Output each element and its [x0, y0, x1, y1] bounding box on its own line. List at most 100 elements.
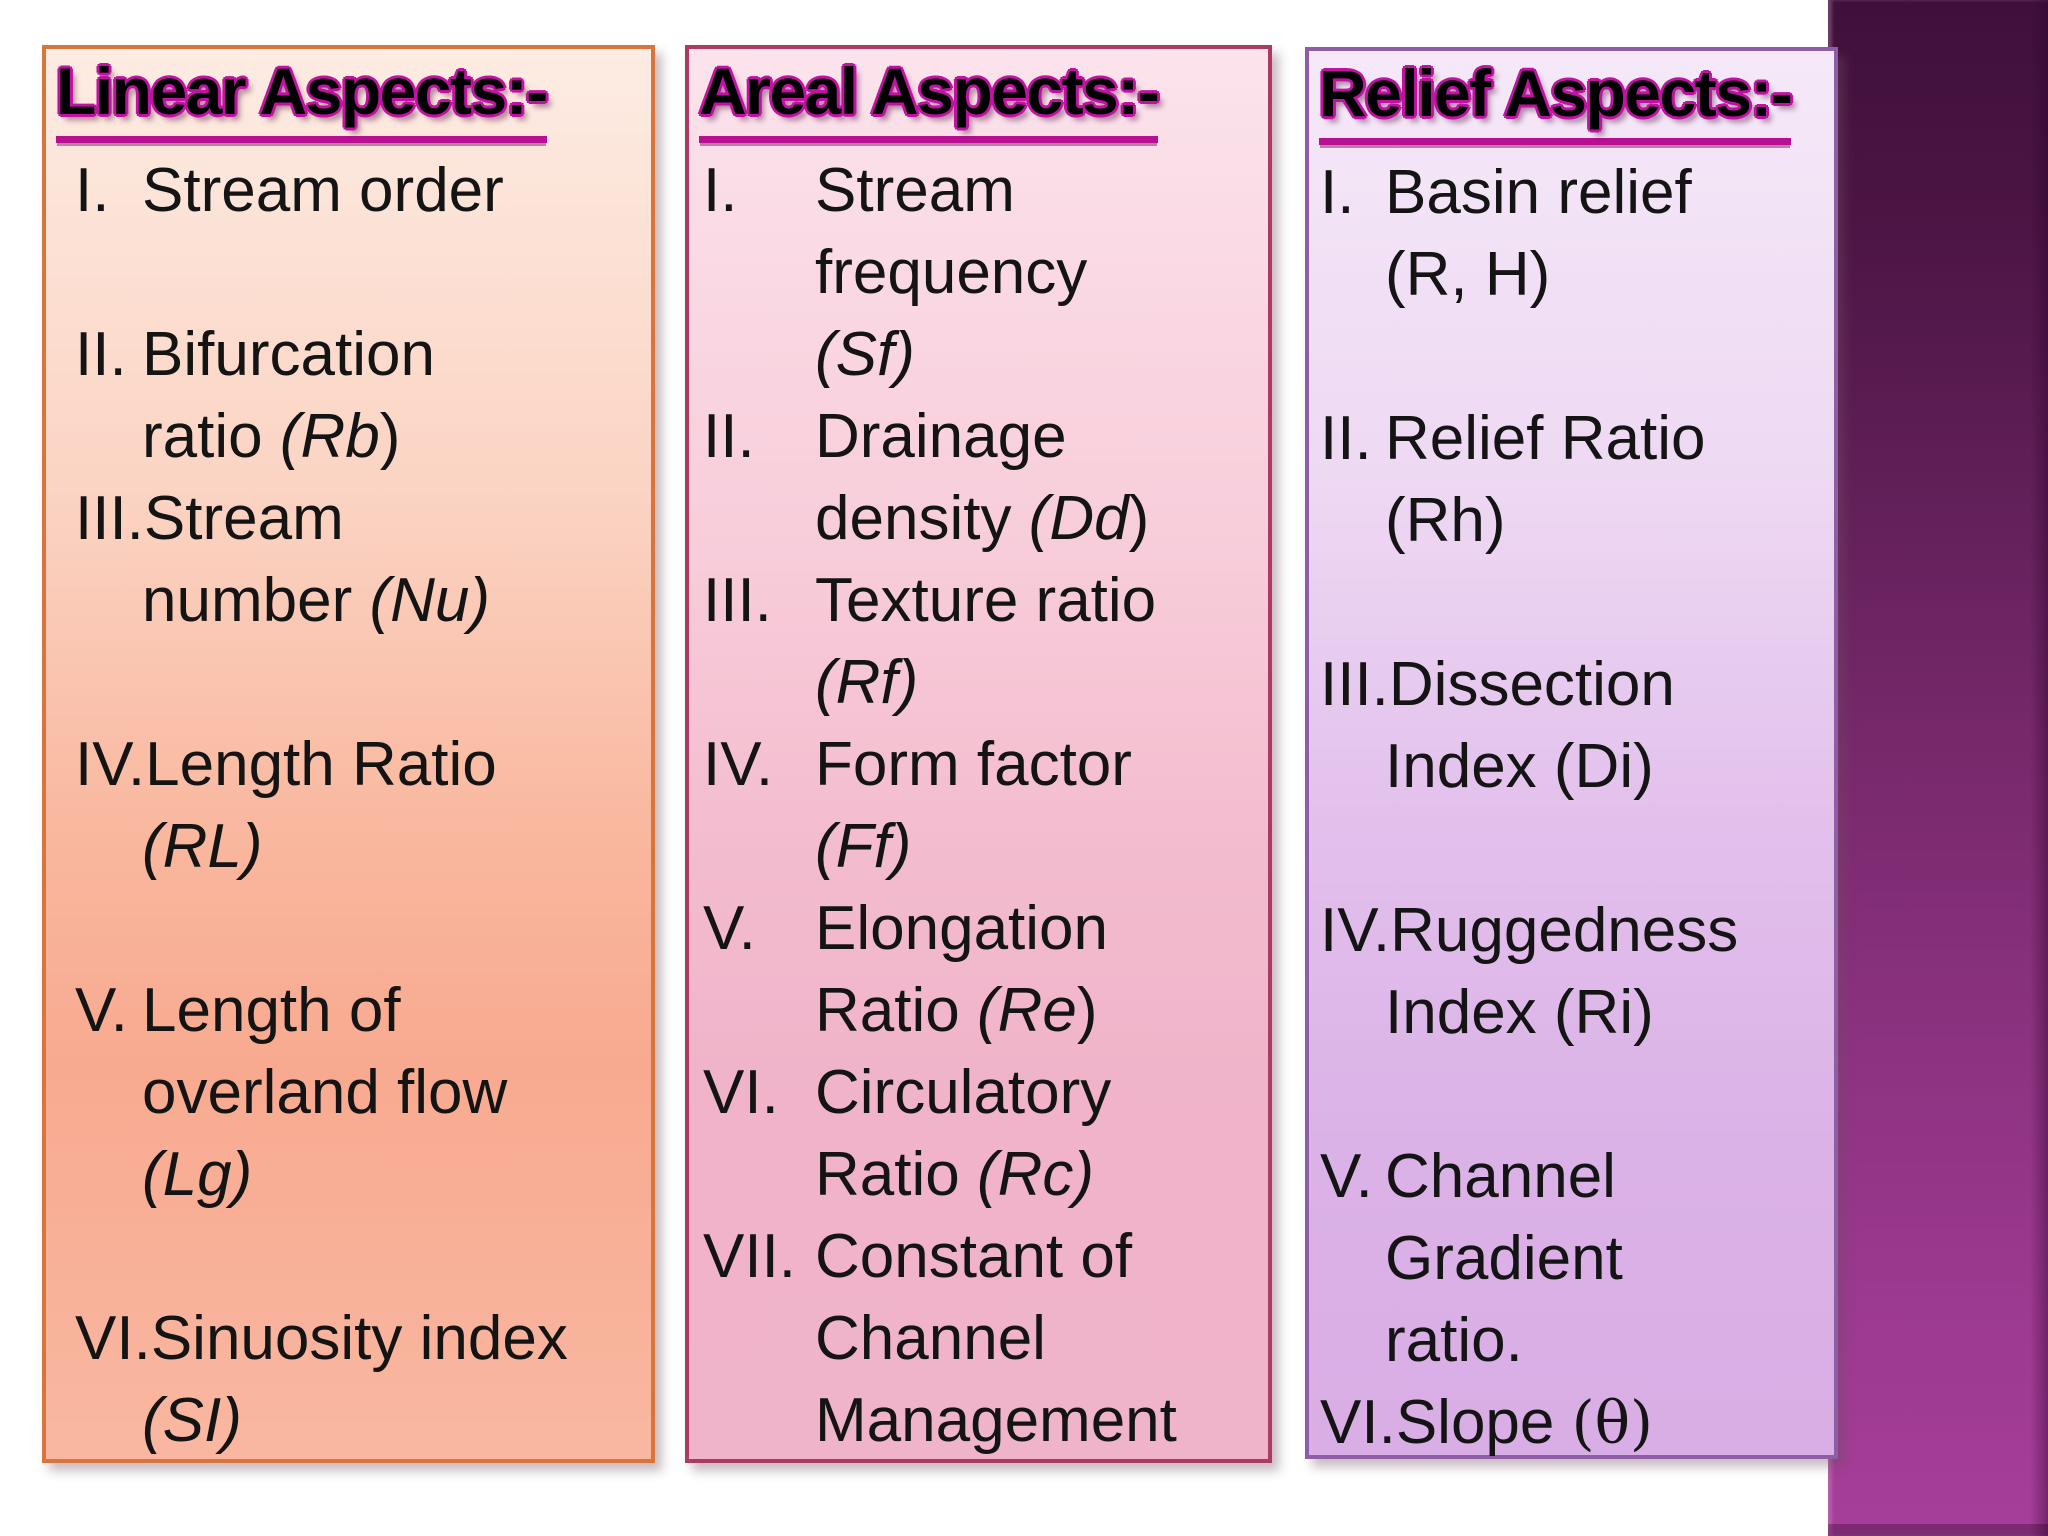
text-run: Index (Ri) — [1385, 978, 1654, 1047]
list-line: V.Length of — [46, 970, 651, 1052]
text-run: (Rh) — [1385, 486, 1506, 555]
text-run: (Re — [976, 976, 1077, 1045]
text-run: Gradient — [1385, 1224, 1623, 1293]
item-text: (Ff) — [815, 812, 911, 881]
item-text: Ruggedness — [1390, 896, 1738, 965]
text-run: Elongation — [815, 894, 1109, 963]
item-text: Gradient — [1385, 1224, 1623, 1293]
text-run: Relief Ratio — [1385, 404, 1706, 473]
list-line: VI.Sinuosity index — [46, 1298, 651, 1380]
list-line — [1309, 808, 1834, 890]
text-run: Constant of — [815, 1222, 1133, 1291]
list-line: Channel — [689, 1298, 1268, 1380]
text-run: (Ff) — [815, 812, 912, 881]
text-run: (Sf) — [815, 320, 915, 389]
list-line: (Lg) — [46, 1134, 651, 1216]
text-run: frequency — [815, 238, 1088, 307]
list-line: (RL) — [46, 806, 651, 888]
text-run: (Nu) — [369, 566, 491, 635]
list-line: (Ff) — [689, 806, 1268, 888]
text-run: Stream order — [142, 156, 504, 225]
list-line: II. Drainage — [689, 396, 1268, 478]
areal-aspects-title: Areal Aspects:- — [699, 51, 1160, 143]
item-numeral: I. — [75, 156, 110, 225]
item-text: Basin relief — [1385, 158, 1692, 227]
text-run: ratio. — [1385, 1306, 1523, 1375]
list-line: IV.Length Ratio — [46, 724, 651, 806]
item-numeral: II. — [75, 320, 127, 389]
list-line: I.Stream — [689, 150, 1268, 232]
list-line: I. Stream order — [46, 150, 651, 232]
list-line: Management — [689, 1380, 1268, 1462]
text-run: ) — [1128, 484, 1150, 553]
item-numeral: I. — [703, 156, 738, 225]
list-line: III.Stream — [46, 478, 651, 560]
list-line: III.Texture ratio — [689, 560, 1268, 642]
item-text: Ratio (Rc) — [815, 1140, 1094, 1209]
relief-aspects-title-row: Relief Aspects:- — [1309, 51, 1834, 152]
item-numeral: IV. — [1320, 896, 1391, 965]
item-numeral: II. — [703, 402, 755, 471]
text-run: (SI) — [142, 1386, 242, 1455]
list-line — [46, 642, 651, 724]
list-line: Ratio (Re) — [689, 970, 1268, 1052]
item-text: Stream — [144, 484, 344, 553]
list-line: density (Dd) — [689, 478, 1268, 560]
text-run: Index (Di) — [1385, 732, 1654, 801]
item-text: (Sf) — [815, 320, 915, 389]
text-run: (Rc) — [976, 1140, 1095, 1209]
item-text: overland flow — [142, 1058, 507, 1127]
list-line: Gradient — [1309, 1218, 1834, 1300]
item-numeral: IV. — [703, 730, 774, 799]
item-text: Bifurcation — [142, 320, 435, 389]
relief-aspects-list: I.Basin relief(R, H)II.Relief Ratio(Rh)I… — [1309, 152, 1834, 1464]
text-run: Texture ratio — [815, 566, 1157, 635]
text-run: Dissection — [1388, 650, 1675, 719]
item-text: Length of — [142, 976, 401, 1045]
text-run: overland flow — [142, 1058, 508, 1127]
text-run: Drainage — [815, 402, 1067, 471]
item-text: (Rh) — [1385, 486, 1506, 555]
item-numeral: V. — [703, 894, 756, 963]
list-line — [1309, 1054, 1834, 1136]
item-text: Management — [815, 1386, 1177, 1455]
text-run: Ratio — [815, 1140, 977, 1209]
areal-aspects-title-row: Areal Aspects:- — [689, 49, 1268, 150]
text-run: Length Ratio — [145, 730, 497, 799]
item-text: Sinuosity index — [151, 1304, 568, 1373]
list-line: VI. Circulatory — [689, 1052, 1268, 1134]
item-text: Elongation — [815, 894, 1108, 963]
text-run: Channel — [1385, 1142, 1616, 1211]
item-text: (RL) — [142, 812, 263, 881]
relief-aspects-title: Relief Aspects:- — [1319, 53, 1793, 145]
item-text: Length Ratio — [145, 730, 497, 799]
list-line — [1309, 316, 1834, 398]
item-numeral: V. — [75, 976, 128, 1045]
item-text: (SI) — [142, 1386, 242, 1455]
accent-band — [1828, 0, 2048, 1536]
text-run: Circulatory — [815, 1058, 1112, 1127]
list-line: V.Channel — [1309, 1136, 1834, 1218]
list-line: (SI) — [46, 1380, 651, 1462]
text-run: Ratio — [815, 976, 977, 1045]
list-line: III.Dissection — [1309, 644, 1834, 726]
text-run: Length of — [142, 976, 401, 1045]
list-line: V. Elongation — [689, 888, 1268, 970]
item-text: (Lg) — [142, 1140, 252, 1209]
item-text: frequency — [815, 238, 1087, 307]
list-line: ratio. — [1309, 1300, 1834, 1382]
item-text: (R, H) — [1385, 240, 1550, 309]
text-run: Form factor — [815, 730, 1132, 799]
text-run: Stream — [143, 484, 344, 553]
text-run: Slope — [1395, 1388, 1572, 1457]
item-text: Circulatory — [815, 1058, 1111, 1127]
list-line: ratio (Rb) — [46, 396, 651, 478]
list-line: II. Bifurcation — [46, 314, 651, 396]
item-text: number (Nu) — [142, 566, 490, 635]
item-numeral: VI. — [703, 1058, 779, 1127]
text-run: Channel — [815, 1304, 1046, 1373]
text-run: Ruggedness — [1390, 896, 1739, 965]
list-line: VII.Constant of — [689, 1216, 1268, 1298]
